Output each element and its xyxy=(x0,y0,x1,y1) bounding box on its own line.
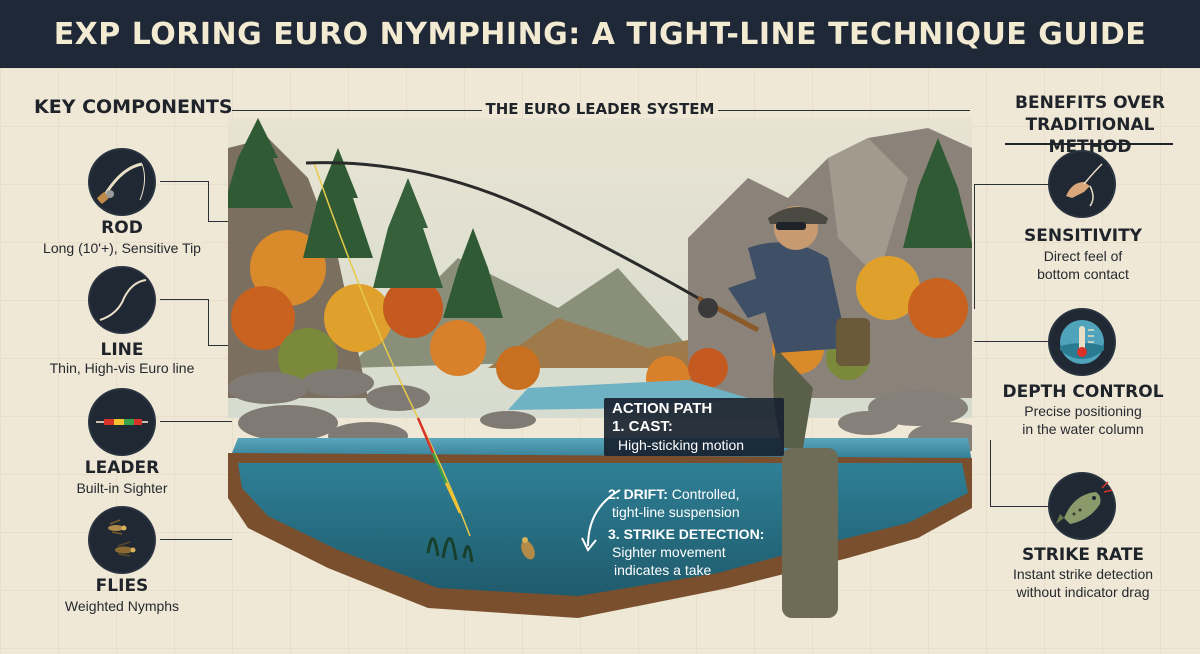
line-icon xyxy=(90,268,154,332)
component-desc-rod: Long (10'+), Sensitive Tip xyxy=(43,240,201,256)
component-desc-flies: Weighted Nymphs xyxy=(64,598,180,614)
benefit-title-strike-rate: STRIKE RATE xyxy=(1021,545,1145,565)
connector-leader xyxy=(160,421,232,422)
benefit-desc-sensitivity-a: Direct feel of xyxy=(1043,248,1123,264)
flies-icon xyxy=(90,508,154,572)
benefit-desc-depth-a: Precise positioning xyxy=(1024,403,1142,419)
connector-sensitivity xyxy=(974,184,991,309)
heading-rule-right xyxy=(718,110,970,111)
connector-sensitivity-stub xyxy=(990,184,1048,185)
connector-line xyxy=(160,299,209,346)
depth-gauge-icon xyxy=(1050,310,1114,374)
component-title-leader: LEADER xyxy=(84,458,160,478)
action-path-heading: ACTION PATH xyxy=(612,400,713,417)
euro-leader-heading: THE EURO LEADER SYSTEM xyxy=(485,100,715,118)
connector-line-stub xyxy=(208,345,232,346)
benefit-title-depth-control: DEPTH CONTROL xyxy=(1002,382,1164,402)
step-cast-title: 1. CAST: xyxy=(612,418,673,435)
connector-strike xyxy=(990,440,1049,507)
rod-icon xyxy=(90,150,154,214)
page-title: EXP LORING EURO NYMPHING: A TIGHT-LINE T… xyxy=(53,16,1147,52)
key-components-heading: KEY COMPONENTS xyxy=(34,96,233,118)
heading-rule-left xyxy=(232,110,482,111)
component-desc-line: Thin, High-vis Euro line xyxy=(49,360,195,376)
benefit-desc-depth-b: in the water column xyxy=(1022,421,1144,437)
trout-icon xyxy=(1050,474,1114,538)
connector-depth xyxy=(974,341,1048,342)
hand-line-icon xyxy=(1050,152,1114,216)
step-cast-desc: High-sticking motion xyxy=(618,437,745,453)
benefits-heading-line1: BENEFITS OVER xyxy=(1015,93,1165,113)
benefits-heading-rule xyxy=(1005,143,1173,145)
benefit-desc-strike-a: Instant strike detection xyxy=(1012,566,1154,582)
step-drift-title: 2. DRIFT: xyxy=(608,486,668,502)
component-desc-leader: Built-in Sighter xyxy=(76,480,168,496)
step-drift: 2. DRIFT: Controlled, xyxy=(608,486,739,503)
component-title-rod: ROD xyxy=(101,218,143,238)
benefit-desc-strike-b: without indicator drag xyxy=(1016,584,1150,600)
leader-icon xyxy=(90,390,154,454)
connector-flies xyxy=(160,539,232,540)
title-bar: EXP LORING EURO NYMPHING: A TIGHT-LINE T… xyxy=(0,0,1200,68)
benefits-heading: BENEFITS OVER TRADITIONAL METHOD xyxy=(1005,92,1175,158)
step-strike-title: 3. STRIKE DETECTION: xyxy=(608,526,765,542)
step-drift-desc-b: tight-line suspension xyxy=(612,504,740,520)
connector-rod-stub xyxy=(208,221,232,222)
action-path-box xyxy=(604,398,784,456)
step-strike-desc-a: Sighter movement xyxy=(612,544,726,560)
connector-rod xyxy=(160,181,209,222)
component-title-line: LINE xyxy=(100,340,144,360)
step-strike-desc-b: indicates a take xyxy=(614,562,712,578)
river-scene xyxy=(228,118,972,618)
step-drift-desc-a: Controlled, xyxy=(671,486,740,502)
benefit-desc-sensitivity-b: bottom contact xyxy=(1037,266,1129,282)
benefit-title-sensitivity: SENSITIVITY xyxy=(1024,226,1142,246)
component-title-flies: FLIES xyxy=(95,576,149,596)
benefits-heading-line2: TRADITIONAL METHOD xyxy=(1025,115,1155,157)
